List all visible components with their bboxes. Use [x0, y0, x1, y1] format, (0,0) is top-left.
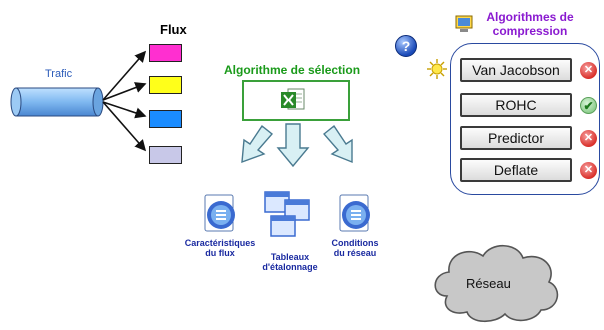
- algo-button-predictor[interactable]: Predictor: [460, 126, 572, 150]
- flux-box-3: [149, 110, 182, 128]
- flux-arrows: [102, 50, 147, 152]
- reseau-label: Réseau: [466, 276, 511, 291]
- selection-arrows: [241, 123, 353, 168]
- status-x-icon: ✕: [580, 130, 597, 147]
- flux-title: Flux: [160, 22, 187, 37]
- caracteristiques-icon: [204, 194, 235, 232]
- excel-icon: [281, 88, 305, 110]
- conditions-icon: [339, 194, 370, 232]
- reseau-cloud-icon: [434, 244, 559, 323]
- tableaux-icon: [264, 191, 310, 237]
- sun-icon: [427, 59, 447, 79]
- trafic-label: Trafic: [45, 68, 73, 80]
- status-x-icon: ✕: [580, 162, 597, 179]
- algo-button-deflate[interactable]: Deflate: [460, 158, 572, 182]
- compression-frame: [450, 43, 600, 195]
- trafic-pipe: [10, 87, 104, 117]
- status-x-icon: ✕: [580, 62, 597, 79]
- algo-button-rohc[interactable]: ROHC: [460, 93, 572, 117]
- algo-button-van-jacobson[interactable]: Van Jacobson: [460, 58, 572, 82]
- flux-box-2: [149, 76, 182, 94]
- flux-box-1: [149, 44, 182, 62]
- flux-box-4: [149, 146, 182, 164]
- selection-title: Algorithme de sélection: [224, 63, 361, 77]
- computer-icon: [455, 15, 473, 32]
- help-icon[interactable]: ?: [395, 35, 417, 57]
- status-check-icon: ✔: [580, 97, 597, 114]
